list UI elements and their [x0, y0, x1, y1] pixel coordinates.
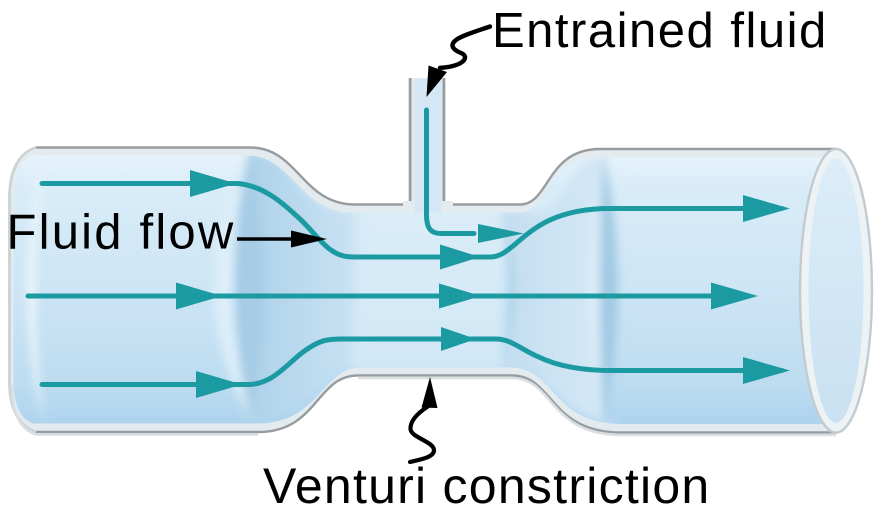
svg-text:Entrained fluid: Entrained fluid: [492, 4, 828, 58]
svg-text:Fluid flow: Fluid flow: [7, 206, 236, 260]
svg-text:Venturi constriction: Venturi constriction: [263, 458, 710, 508]
